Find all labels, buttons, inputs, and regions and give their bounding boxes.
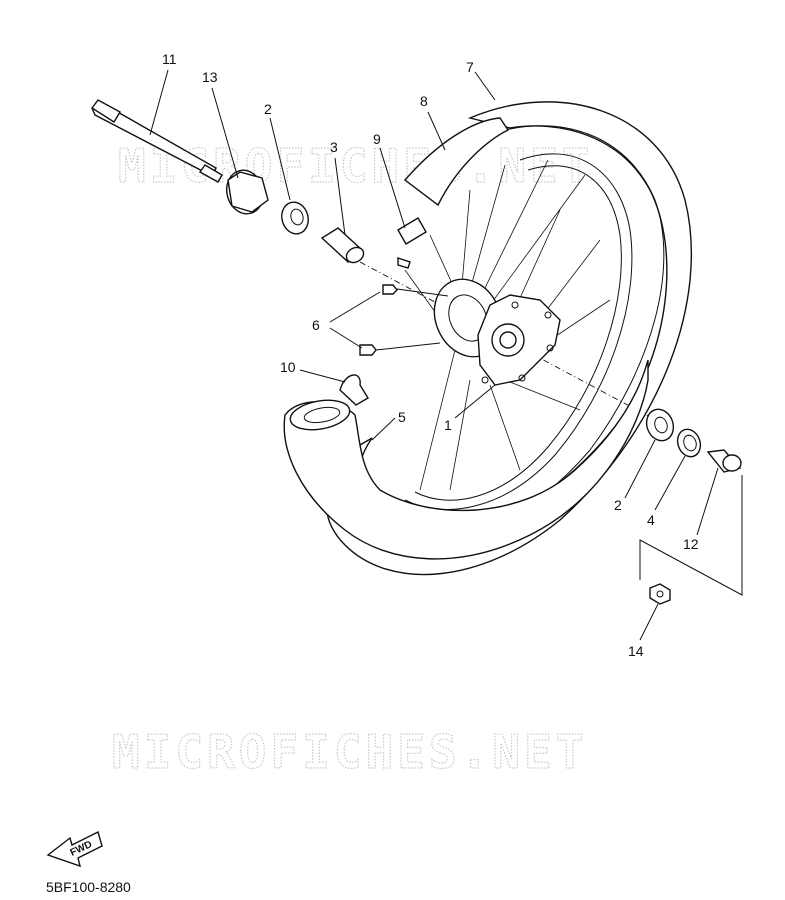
bearing-left [281, 201, 309, 235]
front-axle [90, 99, 223, 183]
bolts [359, 257, 449, 356]
watermark-top: MICROFICHES.NET [118, 139, 593, 193]
callout-14: 14 [628, 643, 644, 659]
watermark-bottom: MICROFICHES.NET [112, 725, 587, 779]
tube [283, 359, 649, 560]
callout-2-right: 2 [614, 497, 622, 513]
callout-11: 11 [162, 51, 177, 67]
callout-6: 6 [312, 317, 320, 333]
callout-1: 1 [444, 417, 452, 433]
diagram-code: 5BF100-8280 [46, 879, 131, 895]
callout-5: 5 [398, 409, 406, 425]
hub [433, 278, 561, 386]
callouts: 11 13 2 3 9 8 7 6 10 5 1 2 4 12 14 [162, 51, 699, 659]
collar-right [706, 449, 742, 473]
callout-13: 13 [202, 69, 218, 85]
fwd-arrow-icon: FWD [46, 830, 103, 868]
axle-nut [649, 583, 671, 605]
oil-seal [676, 428, 702, 458]
collar [226, 169, 269, 215]
valve-nut [397, 217, 427, 245]
callout-4: 4 [647, 512, 655, 528]
callout-8: 8 [420, 93, 428, 109]
spacer [320, 227, 365, 264]
leader-lines [149, 69, 719, 641]
bearing-right [645, 408, 675, 442]
callout-3: 3 [330, 139, 338, 155]
callout-9: 9 [373, 131, 381, 147]
callout-12: 12 [683, 536, 699, 552]
rim-strip [403, 117, 510, 207]
rim [404, 153, 633, 510]
callout-7: 7 [466, 59, 474, 75]
callout-10: 10 [280, 359, 296, 375]
valve-cap [339, 374, 369, 406]
callout-2-left: 2 [264, 101, 272, 117]
option-bracket [639, 475, 743, 596]
